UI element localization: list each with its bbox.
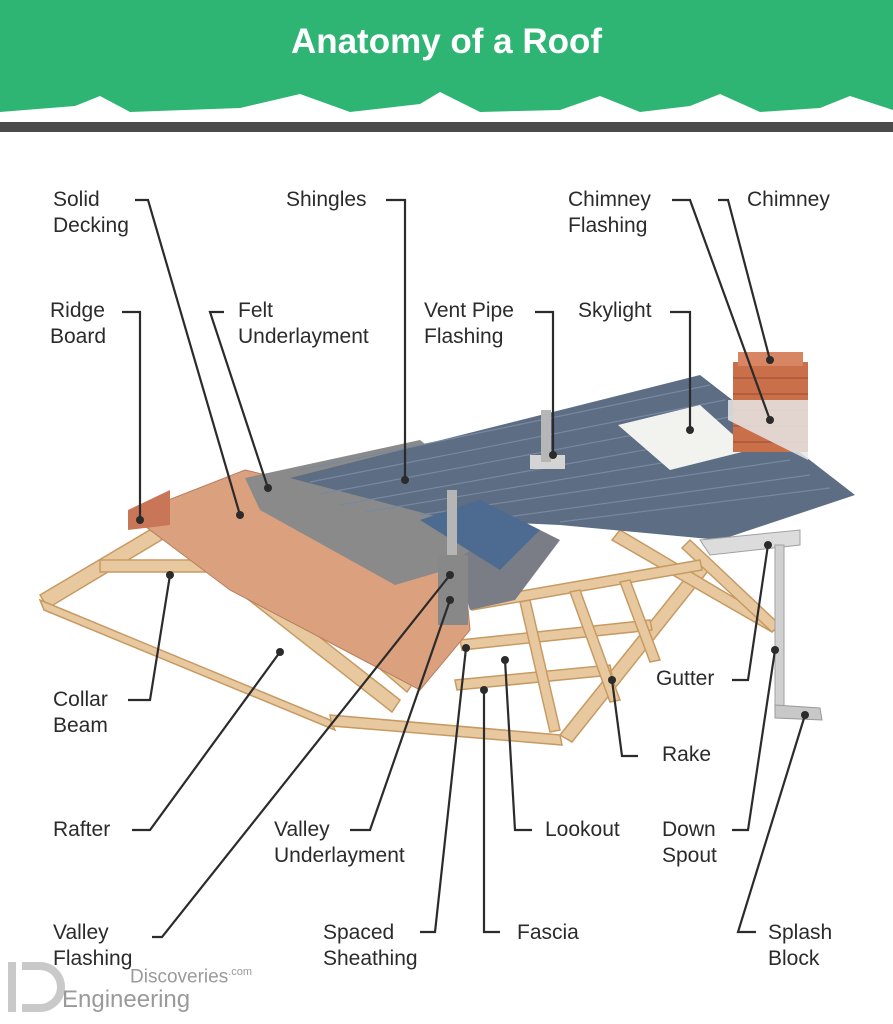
gutter-system <box>699 529 823 721</box>
label-chimney: Chimney <box>747 188 830 211</box>
shingle-courses <box>299 384 831 523</box>
ridge-board <box>128 490 170 530</box>
page-title: Anatomy of a Roof <box>290 22 603 61</box>
label-fascia: Fascia <box>517 921 579 944</box>
valley-underlayment <box>455 520 560 610</box>
label-rake: Rake <box>662 743 712 766</box>
watermark-line1: Discoveries.com <box>130 966 253 988</box>
watermark-logo <box>8 962 65 1012</box>
label-lookout: Lookout <box>545 818 620 841</box>
label-gutter: Gutter <box>656 667 715 690</box>
label-shingles: Shingles <box>286 188 367 211</box>
skylight <box>618 405 750 470</box>
header-banner <box>0 0 893 132</box>
label-skylight: Skylight <box>578 299 652 322</box>
callout-dots <box>136 356 809 719</box>
chimney <box>728 352 808 460</box>
watermark-line2: Engineering <box>62 986 191 1013</box>
vent-pipe <box>530 410 565 469</box>
shingle-field <box>290 375 855 540</box>
label-rafter: Rafter <box>53 818 111 841</box>
valley-pipe <box>447 490 457 585</box>
callout-lines <box>122 198 807 939</box>
